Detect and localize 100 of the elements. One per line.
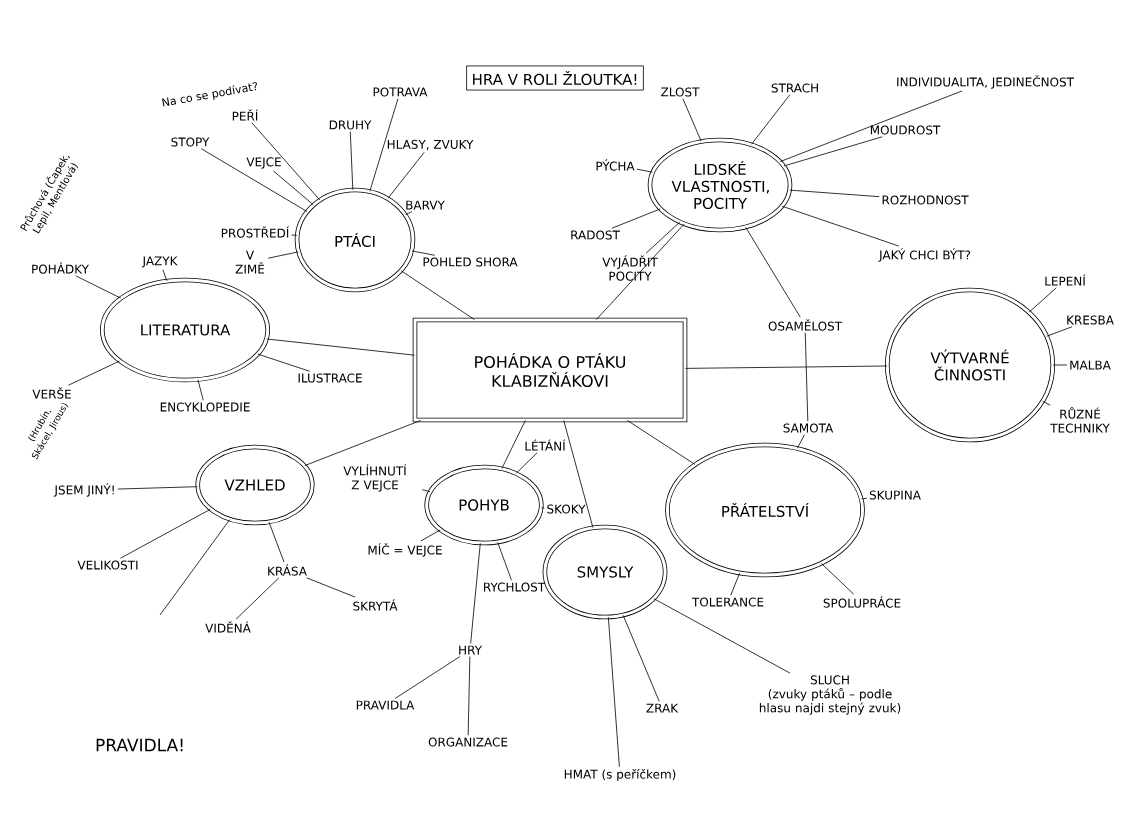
connector-line <box>783 136 883 167</box>
topic-text: PEŘÍ <box>232 109 258 121</box>
topic-text: ROZHODNOST <box>882 195 969 205</box>
topic-text: ILUSTRACE <box>298 373 362 383</box>
connector-line <box>779 90 963 162</box>
connector-line <box>685 365 888 369</box>
connector-line <box>653 598 791 674</box>
connector-line <box>400 270 475 320</box>
connector-line <box>804 332 809 422</box>
topic-text: HLASY, ZVUKY <box>387 139 474 151</box>
note-text: Na co se podívat? <box>162 82 257 107</box>
connector-line <box>821 563 855 595</box>
topic-text: SLUCH (zvuky ptáků – podle hlasu najdi stejný zvuk) <box>759 675 901 715</box>
topic-text: SKRYTÁ <box>353 599 398 611</box>
topic-text: JAKÝ CHCI BÝT? <box>878 248 971 262</box>
topic-text: RADOST <box>571 230 620 240</box>
topic-text: KRESBA <box>1067 315 1114 325</box>
connector-line <box>235 577 280 620</box>
topic-text: MÍČ = VEJCE <box>368 543 442 557</box>
connector-line <box>730 572 740 596</box>
topic-text: STOPY <box>171 137 210 147</box>
topic-text: MALBA <box>1070 360 1111 370</box>
connector-line <box>405 211 413 216</box>
connector-line <box>751 94 791 145</box>
connector-line <box>645 221 681 254</box>
topic-text: JSEM JINÝ! <box>53 483 114 497</box>
connector-line <box>394 656 461 699</box>
connector-line <box>200 148 308 212</box>
connector-line <box>626 420 696 465</box>
connector-line <box>595 223 685 320</box>
topic-text: POTRAVA <box>373 87 428 97</box>
connector-line <box>162 269 168 282</box>
connector-line <box>267 251 299 259</box>
connector-line <box>68 360 120 386</box>
topic-text: ZRAK <box>646 703 679 713</box>
connector-line <box>1046 326 1073 337</box>
topic-text: VEJCE <box>246 157 281 169</box>
topic-text: HRY <box>459 645 482 655</box>
topic-text: SKOKY <box>547 504 586 514</box>
connector-line <box>266 338 415 356</box>
topic-text: VYLÍHNUTÍ Z VEJCE <box>343 464 407 492</box>
connector-line <box>682 98 702 142</box>
connector-line <box>251 122 321 201</box>
connector-line <box>159 519 231 616</box>
note-text: PRAVIDLA! <box>96 738 183 752</box>
topic-text: SPOLUPRÁCE <box>823 596 901 608</box>
topic-text: RŮZNÉ TECHNIKY <box>1050 407 1110 433</box>
connector-line <box>470 542 481 644</box>
connector-line <box>745 226 801 318</box>
connector-line <box>369 98 399 192</box>
connector-line <box>197 379 204 401</box>
topic-text: ENCYKLOPEDIE <box>160 402 250 412</box>
connector-line <box>622 614 660 702</box>
topic-text: HMAT (s peříčkem) <box>564 768 676 782</box>
topic-text: LÉTÁNÍ <box>525 439 566 451</box>
topic-text: VIDĚNÁ <box>205 621 251 633</box>
topic-text: V ZIMĚ <box>235 250 265 274</box>
topic-text: POHÁDKY <box>32 262 89 274</box>
connector-line <box>1028 287 1057 313</box>
topic-text: INDIVIDUALITA, JEDINEČNOST <box>897 75 1074 89</box>
topic-text: JAZYK <box>141 256 178 268</box>
connector-line <box>387 151 425 199</box>
note-box: HRA V ROLI ŽLOUTKA! <box>466 65 644 91</box>
connector-line <box>861 497 868 500</box>
connector-line <box>306 577 356 598</box>
topic-text: SAMOTA <box>783 423 834 433</box>
topic-text: BARVY <box>406 200 445 210</box>
central-box: POHÁDKA O PTÁKU KLABIZŇÁKOVI <box>412 317 688 423</box>
topic-text: STRACH <box>771 83 818 93</box>
connector-line <box>789 189 880 198</box>
connector-line <box>497 541 512 581</box>
topic-text: POHLED SHORA <box>423 257 518 267</box>
connector-line <box>611 208 661 229</box>
connector-line <box>467 656 471 736</box>
topic-text: VYJÁDŘIT POCITY <box>602 255 658 281</box>
connector-line <box>541 507 545 509</box>
connector-line <box>75 275 122 299</box>
connector-line <box>420 529 441 542</box>
topic-text: VELIKOSTI <box>77 560 138 570</box>
topic-text: DRUHY <box>329 120 372 130</box>
connector-line <box>268 521 285 563</box>
connector-line <box>117 486 198 490</box>
topic-text: PÝCHA <box>596 159 635 171</box>
connector-line <box>421 489 431 492</box>
connector-line <box>304 420 422 466</box>
topic-text: KRÁSA <box>268 564 307 576</box>
connector-line <box>563 420 594 528</box>
topic-text: ORGANIZACE <box>428 737 508 747</box>
connector-line <box>607 616 620 768</box>
connector-line <box>636 168 653 173</box>
topic-text: MOUDROST <box>870 125 941 135</box>
connector-line <box>349 131 354 191</box>
connector-line <box>501 420 526 469</box>
connector-line <box>797 434 805 449</box>
connector-line <box>291 234 298 236</box>
connector-line <box>1042 401 1051 406</box>
topic-text: LEPENÍ <box>1045 274 1086 286</box>
topic-text: OSAMĚLOST <box>768 319 843 331</box>
topic-text: PROSTŘEDÍ <box>221 226 289 238</box>
topic-text: VERŠE <box>32 387 71 399</box>
